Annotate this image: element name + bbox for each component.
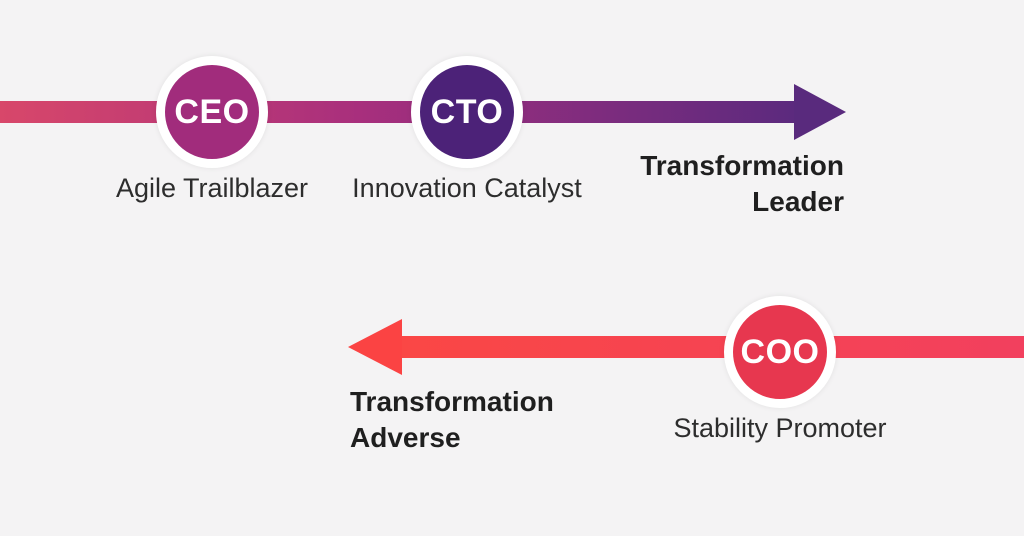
ceo-circle: CEO — [156, 56, 268, 168]
transformation-adverse-caption: Transformation Adverse — [350, 384, 650, 457]
caption-bottom-line1: Transformation — [350, 386, 554, 417]
ceo-description-label: Agile Trailblazer — [115, 173, 309, 203]
transformation-leader-caption: Transformation Leader — [558, 148, 844, 221]
coo-role-label: COO — [740, 332, 820, 371]
coo-circle: COO — [724, 296, 836, 408]
cto-role-label: CTO — [430, 92, 504, 131]
cto-circle: CTO — [411, 56, 523, 168]
bottom-arrow-shaft — [400, 336, 1024, 358]
ceo-role-label: CEO — [174, 92, 250, 131]
left-arrowhead-icon — [348, 319, 402, 375]
coo-description-label: Stability Promoter — [673, 413, 887, 443]
caption-bottom-line2: Adverse — [350, 422, 461, 454]
cto-description-label: Innovation Catalyst — [352, 173, 582, 203]
caption-top-line1: Transformation — [640, 150, 844, 181]
caption-top-line2: Leader — [752, 186, 844, 218]
top-arrow-shaft — [0, 101, 798, 123]
right-arrowhead-icon — [794, 84, 846, 140]
